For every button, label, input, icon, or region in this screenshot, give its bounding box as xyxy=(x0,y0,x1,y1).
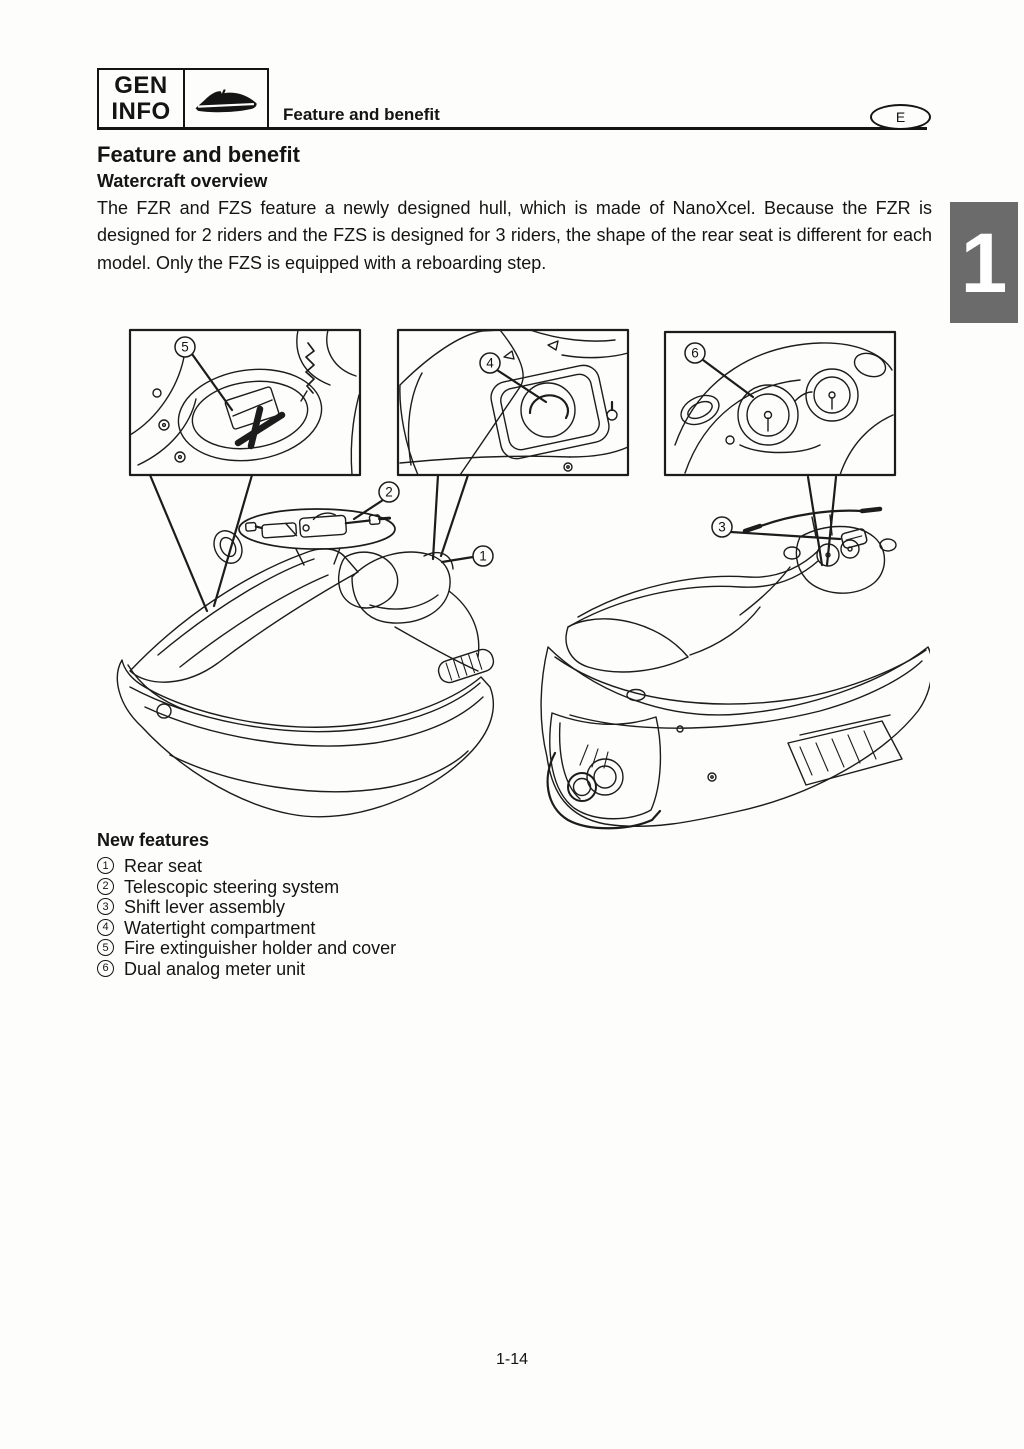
list-item: 2 Telescopic steering system xyxy=(97,877,396,898)
gauge xyxy=(841,540,859,558)
list-item: 5 Fire extinguisher holder and cover xyxy=(97,938,396,959)
shift-lever xyxy=(841,528,868,549)
watercraft-icon-cell xyxy=(185,70,267,127)
callout-1-number: 1 xyxy=(479,549,487,564)
bow-deck xyxy=(130,549,358,682)
item-label: Telescopic steering system xyxy=(124,876,340,897)
section-label: GEN INFO xyxy=(99,70,185,127)
language-code: E xyxy=(895,109,906,125)
section-header-box: GEN INFO xyxy=(97,68,269,129)
jet-pump xyxy=(587,759,623,795)
callout-1-badge xyxy=(473,546,493,566)
item-number-badge: 6 xyxy=(97,959,114,977)
right-watercraft-drawing: 3 xyxy=(541,509,930,828)
detail-box-frame xyxy=(665,332,895,475)
item-number-badge: 5 xyxy=(97,939,114,957)
new-features-heading: New features xyxy=(97,830,210,850)
list-item: 3 Shift lever assembly xyxy=(97,897,396,918)
new-features-section: New features 1 Rear seat 2 Telescopic st… xyxy=(97,830,396,980)
rear-seat-hump xyxy=(566,619,688,672)
steering-inset xyxy=(239,509,395,565)
page-title: Feature and benefit xyxy=(97,142,300,167)
header-rule xyxy=(97,127,927,130)
sponson-grate xyxy=(436,647,496,685)
item-label: Watertight compartment xyxy=(124,917,316,938)
detail-box-fire-extinguisher: 5 xyxy=(130,330,360,475)
item-label: Rear seat xyxy=(124,856,203,876)
intake-grate xyxy=(788,721,902,785)
seat xyxy=(352,552,450,623)
bow-eyelet xyxy=(157,704,171,718)
chapter-tab: 1 xyxy=(950,202,1018,323)
overview-paragraph: The FZR and FZS feature a newly designed… xyxy=(97,198,932,273)
subsection-title: Watercraft overview xyxy=(97,171,268,191)
callout-5-badge xyxy=(175,337,195,357)
item-number-badge: 4 xyxy=(97,918,114,936)
left-watercraft-drawing: 2 1 xyxy=(117,482,496,817)
callout-2-badge xyxy=(379,482,399,502)
section-label-gen: GEN xyxy=(114,71,168,99)
callout-6-number: 6 xyxy=(691,346,699,361)
callout-6-badge xyxy=(685,343,705,363)
grab-bar xyxy=(548,753,660,828)
detail-box-meter-unit: 6 xyxy=(665,332,895,475)
list-item: 1 Rear seat xyxy=(97,856,396,877)
detail-box-watertight-compartment: 4 xyxy=(398,330,628,475)
item-number-badge: 1 xyxy=(97,857,114,874)
chapter-number: 1 xyxy=(960,215,1008,310)
item-number-badge: 2 xyxy=(97,877,114,895)
section-label-info: INFO xyxy=(111,97,171,125)
detail-box-frame xyxy=(398,330,628,475)
watercraft-overview-figure: 5 4 xyxy=(100,315,930,835)
detail-box-leader-lines xyxy=(150,475,836,611)
list-item: 6 Dual analog meter unit xyxy=(97,959,396,980)
callout-2-number: 2 xyxy=(385,485,393,500)
item-number-badge: 3 xyxy=(97,898,114,916)
item-label: Fire extinguisher holder and cover xyxy=(124,938,397,959)
callout-3-number: 3 xyxy=(718,520,726,535)
hull-outline xyxy=(117,660,493,817)
transom xyxy=(550,713,661,819)
handlebar xyxy=(758,511,862,527)
hull-outline xyxy=(541,647,930,826)
running-header-title: Feature and benefit xyxy=(283,105,440,124)
mirror xyxy=(209,526,248,568)
windshield-console xyxy=(339,552,398,608)
callout-3-badge xyxy=(712,517,732,537)
gauge xyxy=(817,544,839,566)
callout-4-number: 4 xyxy=(486,356,494,371)
detail-box-frame xyxy=(130,330,360,475)
callout-4-badge xyxy=(480,353,500,373)
callout-5-number: 5 xyxy=(181,340,189,355)
list-item: 4 Watertight compartment xyxy=(97,918,396,939)
item-label: Shift lever assembly xyxy=(124,897,286,918)
jet-ski-icon xyxy=(195,88,257,112)
console xyxy=(796,527,884,594)
language-code-badge: E xyxy=(870,104,931,130)
page-number: 1-14 xyxy=(495,1351,529,1368)
item-label: Dual analog meter unit xyxy=(124,958,306,979)
